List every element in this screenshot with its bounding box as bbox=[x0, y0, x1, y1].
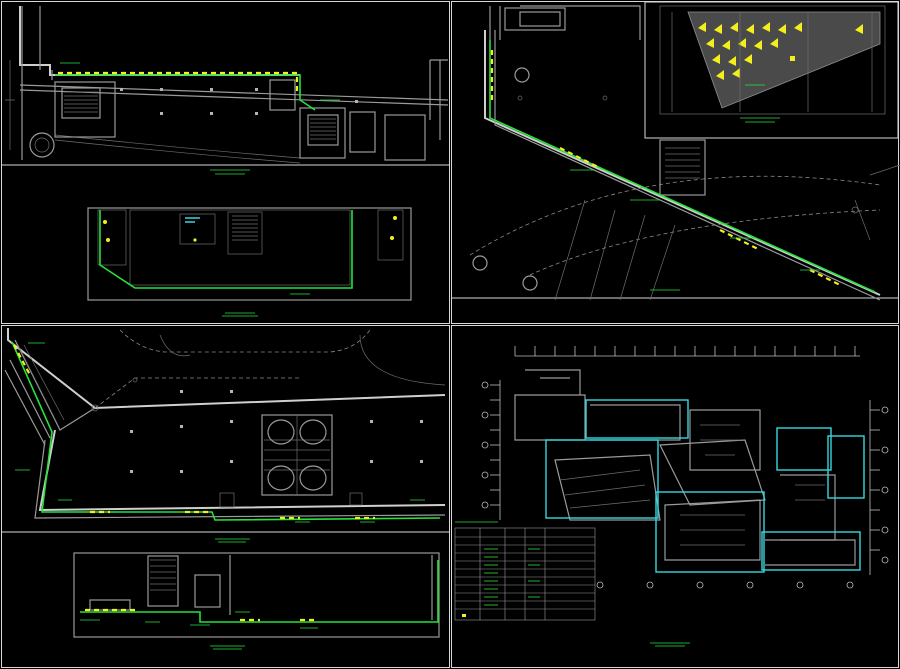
zone-01-boundary bbox=[585, 399, 689, 439]
plan-panel-3 bbox=[469, 5, 900, 301]
plan-panel-6 bbox=[454, 346, 889, 647]
inset-detail bbox=[644, 1, 899, 139]
frame-bottom-right bbox=[451, 325, 899, 668]
zone-05-boundary bbox=[761, 531, 861, 571]
frame-bottom-left bbox=[1, 325, 450, 668]
plan-panel-2 bbox=[87, 207, 412, 317]
plan-panel-4 bbox=[4, 328, 446, 543]
schedule-table bbox=[454, 521, 596, 621]
plan-panel-1 bbox=[5, 6, 449, 175]
frame-top-left bbox=[1, 1, 450, 324]
zone-06b-boundary bbox=[827, 435, 865, 499]
zone-06-boundary bbox=[776, 427, 832, 471]
plan-panel-5 bbox=[73, 552, 440, 650]
zone-03-boundary bbox=[545, 439, 659, 519]
